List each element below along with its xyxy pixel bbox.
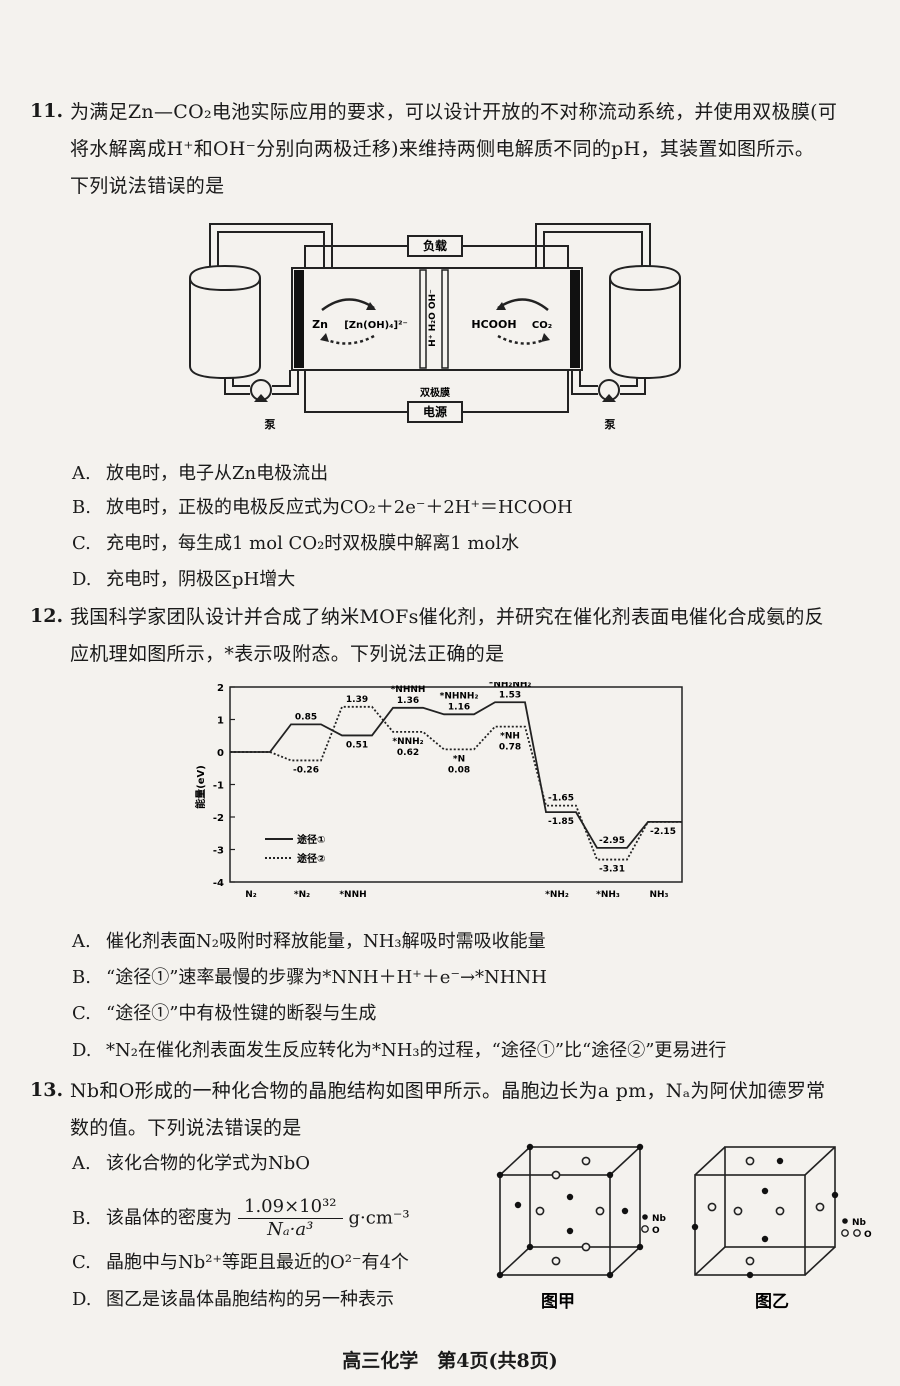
y-tick-label: -2 xyxy=(213,813,224,824)
q11-stem: 为满足Zn—CO₂电池实际应用的要求，可以设计开放的不对称流动系统，并使用双极膜… xyxy=(70,94,880,205)
fig1-cube xyxy=(499,1146,641,1276)
series-line-2 xyxy=(230,705,682,861)
x-tick-label: *NH₃ xyxy=(596,890,620,900)
left-electrode xyxy=(294,270,304,368)
fig2-cube xyxy=(694,1146,836,1276)
data-label: *NHNH₂ xyxy=(440,691,479,701)
fig2-nb-atoms xyxy=(691,1157,839,1279)
membrane-ions: H⁺ H₂O OH⁻ xyxy=(428,289,438,347)
q13-line1: Nb和O形成的一种化合物的晶胞结构如图甲所示。晶胞边长为a pm，Nₐ为阿伏加德… xyxy=(70,1080,826,1102)
pump-right-label: 泵 xyxy=(605,418,616,430)
legend-label-route1: 途径① xyxy=(297,833,325,846)
data-label: -0.26 xyxy=(293,765,319,775)
q13-line2: 数的值。下列说法错误的是 xyxy=(70,1117,302,1139)
power-box xyxy=(407,401,463,423)
q12-option-c: C.“途径①”中有极性键的断裂与生成 xyxy=(72,1003,377,1024)
series-line-1 xyxy=(230,701,682,849)
q11-option-c: C.充电时，每生成1 mol CO₂时双极膜中解离1 mol水 xyxy=(72,533,520,554)
fig1-o-atoms xyxy=(535,1156,605,1266)
q11-option-d: D.充电时，阴极区pH增大 xyxy=(72,569,296,590)
data-label: *NH₂NH₂ xyxy=(489,682,532,689)
fig1-caption: 图甲 xyxy=(541,1292,575,1312)
density-numerator: 1.09×10³² xyxy=(238,1196,343,1219)
data-label: -3.31 xyxy=(599,865,625,875)
y-tick-label: 1 xyxy=(217,716,224,727)
data-label: 0.78 xyxy=(499,743,521,753)
fig1-legend-nb: Nb xyxy=(652,1214,667,1224)
data-label: -2.15 xyxy=(650,827,676,837)
q13-option-d: D.图乙是该晶体晶胞结构的另一种表示 xyxy=(72,1289,394,1310)
q12-option-b: B.“途径①”速率最慢的步骤为*NNH＋H⁺＋e⁻→*NHNH xyxy=(72,967,547,988)
q11-line1: 为满足Zn—CO₂电池实际应用的要求，可以设计开放的不对称流动系统，并使用双极膜… xyxy=(70,101,838,123)
legend-label-route2: 途径② xyxy=(297,852,325,865)
page-footer: 高三化学 第4页(共8页) xyxy=(342,1350,558,1372)
y-tick-label: -4 xyxy=(213,878,224,889)
fig1-nb-atoms xyxy=(496,1143,644,1279)
crystal-figures: Nb O Nb O 图甲 图乙 xyxy=(496,1143,872,1312)
load-label: 负载 xyxy=(423,238,447,253)
load-box xyxy=(407,235,463,257)
data-label: -1.65 xyxy=(548,794,574,804)
q13-stem: Nb和O形成的一种化合物的晶胞结构如图甲所示。晶胞边长为a pm，Nₐ为阿伏加德… xyxy=(70,1073,880,1147)
q11-option-a: A.放电时，电子从Zn电极流出 xyxy=(72,463,329,484)
data-label: *NH xyxy=(500,732,520,742)
y-tick-label: 0 xyxy=(217,748,224,759)
y-tick-label: -3 xyxy=(213,846,224,857)
fig2-legend-o: O xyxy=(864,1230,872,1240)
x-tick-label: NH₃ xyxy=(649,890,668,900)
data-label: *NNH₂ xyxy=(392,737,423,747)
q13-option-c: C.晶胞中与Nb²⁺等距且最近的O²⁻有4个 xyxy=(72,1252,409,1273)
q12-number: 12. xyxy=(30,605,64,627)
right-species-hcooh: HCOOH xyxy=(471,318,516,331)
data-label: 1.36 xyxy=(397,696,419,706)
membrane-label: 双极膜 xyxy=(420,386,450,399)
y-tick-label: 2 xyxy=(217,683,224,694)
q11-number: 11. xyxy=(30,100,64,122)
data-label: -2.95 xyxy=(599,836,625,846)
pump-left-label: 泵 xyxy=(265,418,276,430)
x-tick-label: *N₂ xyxy=(294,890,310,900)
right-species-co2: CO₂ xyxy=(532,320,552,331)
data-label: 1.53 xyxy=(499,690,521,700)
chart-ylabel: 能量(eV) xyxy=(194,765,207,809)
q12-option-a: A.催化剂表面N₂吸附时释放能量，NH₃解吸时需吸收能量 xyxy=(72,931,546,952)
q13-option-a: A.该化合物的化学式为NbO xyxy=(72,1153,311,1174)
data-label: 0.85 xyxy=(295,712,317,722)
density-denominator: Nₐ·a³ xyxy=(267,1219,314,1240)
data-label: *N xyxy=(453,754,465,764)
x-tick-label: *NH₂ xyxy=(545,890,569,900)
y-tick-label: -1 xyxy=(213,781,224,792)
q12-line2: 应机理如图所示，*表示吸附态。下列说法正确的是 xyxy=(70,643,505,665)
left-species-zn: Zn xyxy=(312,318,328,331)
data-label: -1.85 xyxy=(548,817,574,827)
flow-battery-diagram: 负载 电源 双极膜 H⁺ H₂O OH⁻ 泵 泵 Zn [Zn(OH)₄]²⁻ … xyxy=(189,223,681,430)
x-tick-label: N₂ xyxy=(245,890,257,900)
data-label: 0.51 xyxy=(346,740,368,750)
q11-option-b: B.放电时，正极的电极反应式为CO₂＋2e⁻＋2H⁺＝HCOOH xyxy=(72,497,573,518)
q11-line3: 下列说法错误的是 xyxy=(70,175,225,197)
data-label: 1.39 xyxy=(346,695,368,705)
power-label: 电源 xyxy=(423,404,447,419)
data-label: *NHNH xyxy=(391,685,426,695)
fig2-caption: 图乙 xyxy=(755,1292,789,1312)
q11-line2: 将水解离成H⁺和OH⁻分别向两极迁移)来维持两侧电解质不同的pH，其装置如图所示… xyxy=(70,138,815,160)
q12-line1: 我国科学家团队设计并合成了纳米MOFs催化剂，并研究在催化剂表面电催化合成氨的反 xyxy=(70,606,824,628)
data-label: 0.62 xyxy=(397,748,419,758)
fig2-o-atoms xyxy=(707,1156,825,1266)
right-tank xyxy=(609,264,681,380)
right-electrode xyxy=(570,270,580,368)
x-tick-label: *NNH xyxy=(339,890,366,900)
data-label: 1.16 xyxy=(448,702,470,712)
fig2-legend-nb: Nb xyxy=(852,1218,867,1228)
fig1-legend-o: O xyxy=(652,1226,660,1236)
q12-option-d: D.*N₂在催化剂表面发生反应转化为*NH₃的过程，“途径①”比“途径②”更易进… xyxy=(72,1040,727,1061)
data-label: 0.08 xyxy=(448,765,470,775)
left-tank xyxy=(189,264,261,380)
q13-number: 13. xyxy=(30,1079,64,1101)
q12-stem: 我国科学家团队设计并合成了纳米MOFs催化剂，并研究在催化剂表面电催化合成氨的反… xyxy=(70,599,880,673)
left-species-zincate: [Zn(OH)₄]²⁻ xyxy=(344,320,408,331)
chart-legend: 途径① 途径② xyxy=(265,833,325,865)
